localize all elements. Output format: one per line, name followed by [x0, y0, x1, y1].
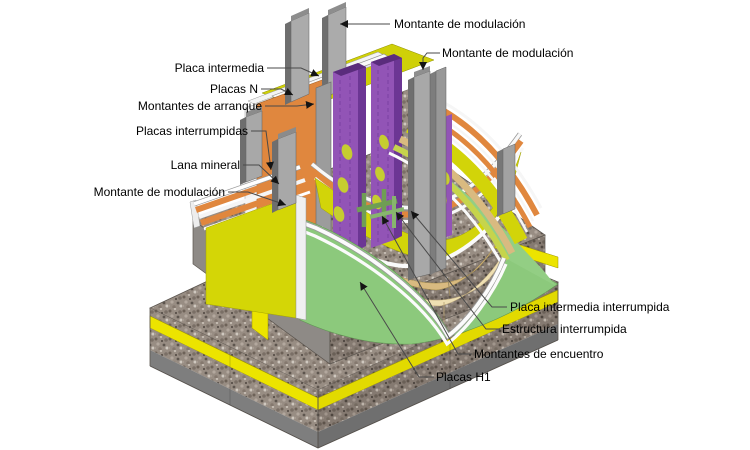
- modulation-stud-lower-2: [240, 106, 263, 185]
- modulation-stud-top-1: [285, 8, 310, 105]
- label-estructura-interrumpida: Estructura interrumpida: [502, 322, 627, 336]
- label-montantes-de-encuentro: Montantes de encuentro: [474, 347, 604, 361]
- label-montante-modulacion-right: Montante de modulación: [442, 46, 574, 60]
- label-montantes-de-arranque: Montantes de arranque: [137, 99, 262, 113]
- perforated-stud-purple-1: [333, 63, 366, 259]
- label-lana-mineral: Lana mineral: [170, 158, 240, 172]
- label-montante-modulacion-left: Montante de modulación: [93, 185, 225, 199]
- lower-left-wall: [189, 106, 311, 321]
- label-placa-intermedia-interrumpida: Placa intermedia interrumpida: [510, 300, 670, 314]
- perforated-stud-purple-2: [371, 54, 402, 248]
- label-montante-modulacion-top: Montante de modulación: [394, 17, 526, 31]
- label-placas-n: Placas N: [209, 82, 258, 96]
- label-placas-interrumpidas: Placas interrumpidas: [135, 124, 248, 138]
- encounter-studs: [408, 66, 447, 281]
- label-placas-h1: Placas H1: [436, 370, 491, 384]
- callout-leaders: [228, 20, 507, 378]
- label-placa-intermedia: Placa intermedia: [174, 61, 264, 75]
- wall-curved-section: [299, 54, 559, 347]
